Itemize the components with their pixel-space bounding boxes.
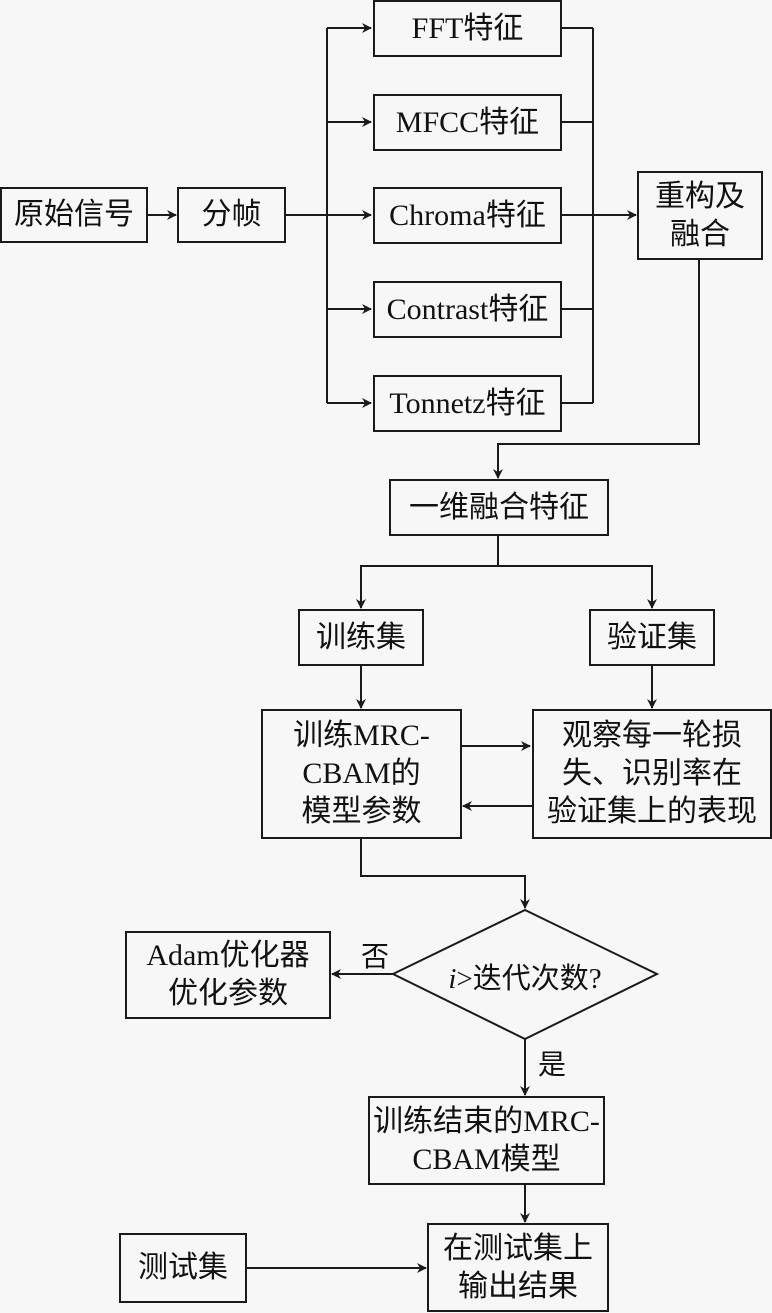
decision-variable: i [448,963,457,995]
node-raw-signal: 原始信号 [0,187,148,243]
node-train-set: 训练集 [298,609,424,666]
node-test-set: 测试集 [119,1233,247,1303]
node-trained-model: 训练结束的MRC- CBAM模型 [368,1096,605,1185]
arrow-model-to-decision [360,837,530,909]
node-validation-set: 验证集 [589,609,715,666]
node-observe-loss-accuracy: 观察每一轮损 失、识别率在 验证集上的表现 [532,709,772,839]
arrow-to-val-set [498,565,657,609]
edge-label-yes: 是 [538,1050,567,1081]
node-1d-fused-feature: 一维融合特征 [389,479,609,536]
edge-label-no: 否 [361,942,390,973]
node-mfcc-feature: MFCC特征 [373,94,562,151]
decision-label: i>迭代次数? [405,955,645,997]
node-framing: 分帧 [177,187,286,243]
arrow-to-train-set [356,565,498,609]
arrow-reconstruct-to-fused [493,259,700,479]
node-fft-feature: FFT特征 [373,0,562,57]
node-tonnetz-feature: Tonnetz特征 [373,375,562,432]
node-contrast-feature: Contrast特征 [373,281,562,338]
node-output-result: 在测试集上 输出结果 [427,1223,609,1312]
node-adam-optimizer: Adam优化器 优化参数 [125,931,331,1019]
node-reconstruct-fuse: 重构及 融合 [637,171,763,260]
node-train-model-params: 训练MRC- CBAM的 模型参数 [261,709,462,839]
node-chroma-feature: Chroma特征 [373,187,562,244]
decision-condition: >迭代次数? [456,963,602,995]
